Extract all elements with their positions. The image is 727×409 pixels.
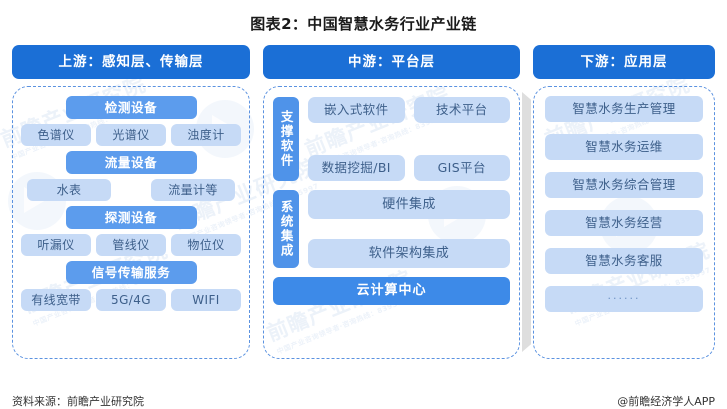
item-comprehensive-management[interactable]: 智慧水务综合管理: [545, 172, 703, 198]
vertical-label-support-software: 支撑软件: [273, 97, 299, 181]
flow-arrow-divider: [522, 92, 531, 352]
source-label: 资料来源：前瞻产业研究院: [12, 395, 144, 408]
item-flow-meter[interactable]: 流量计等: [151, 179, 235, 201]
support-software-items: 嵌入式软件 技术平台 数据挖掘/BI GIS平台: [308, 97, 510, 181]
group-detection: 检测设备 色谱仪 光谱仪 浊度计: [21, 96, 241, 146]
item-customer-service[interactable]: 智慧水务客服: [545, 248, 703, 274]
group-head-probe[interactable]: 探测设备: [65, 206, 197, 229]
item-leak-detector[interactable]: 听漏仪: [21, 234, 91, 256]
group-items-row: 有线宽带 5G/4G WIFI: [21, 289, 241, 311]
page-title: 图表2：中国智慧水务行业产业链: [250, 15, 477, 33]
item-turbidimeter[interactable]: 浊度计: [171, 124, 241, 146]
group-head-signal[interactable]: 信号传输服务: [65, 261, 197, 284]
group-head-row: 流量设备: [21, 151, 241, 174]
item-more-ellipsis[interactable]: ······: [545, 286, 703, 312]
item-level-gauge[interactable]: 物位仪: [171, 234, 241, 256]
item-software-architecture-integration[interactable]: 软件架构集成: [308, 239, 510, 268]
item-spectrometer[interactable]: 光谱仪: [96, 124, 166, 146]
item-water-meter[interactable]: 水表: [27, 179, 111, 201]
item-production-management[interactable]: 智慧水务生产管理: [545, 96, 703, 122]
item-business-operation[interactable]: 智慧水务经营: [545, 210, 703, 236]
group-head-detection[interactable]: 检测设备: [65, 96, 197, 119]
item-gis-platform[interactable]: GIS平台: [413, 155, 510, 181]
item-data-mining-bi[interactable]: 数据挖掘/BI: [308, 155, 405, 181]
column-downstream-body: 智慧水务生产管理 智慧水务运维 智慧水务综合管理 智慧水务经营 智慧水务客服 ·…: [533, 86, 715, 359]
item-operation-maintenance[interactable]: 智慧水务运维: [545, 134, 703, 160]
column-midstream-body: 支撑软件 嵌入式软件 技术平台 数据挖掘/BI GIS平台 系统集成 硬件集成 …: [263, 86, 520, 359]
support-row-1: 嵌入式软件 技术平台: [308, 97, 510, 123]
vertical-label-system-integration: 系统集成: [273, 190, 299, 268]
group-items-row: 水表 流量计等: [21, 179, 241, 201]
column-upstream: 上游：感知层、传输层 检测设备 色谱仪 光谱仪 浊度计 流量设备 水表 流量计等…: [12, 45, 250, 359]
block-system-integration: 系统集成 硬件集成 软件架构集成: [273, 190, 510, 268]
group-signal: 信号传输服务 有线宽带 5G/4G WIFI: [21, 261, 241, 311]
group-head-row: 检测设备: [21, 96, 241, 119]
item-chromatograph[interactable]: 色谱仪: [21, 124, 91, 146]
column-downstream: 下游：应用层 智慧水务生产管理 智慧水务运维 智慧水务综合管理 智慧水务经营 智…: [533, 45, 715, 359]
group-probe: 探测设备 听漏仪 管线仪 物位仪: [21, 206, 241, 256]
group-flow: 流量设备 水表 流量计等: [21, 151, 241, 201]
column-midstream-header: 中游：平台层: [263, 45, 520, 79]
item-hardware-integration[interactable]: 硬件集成: [308, 190, 510, 219]
item-5g-4g[interactable]: 5G/4G: [96, 289, 166, 311]
system-integration-items: 硬件集成 软件架构集成: [308, 190, 510, 268]
attribution-label: @前瞻经济学人APP: [617, 395, 715, 408]
item-embedded-software[interactable]: 嵌入式软件: [308, 97, 405, 123]
item-wired-broadband[interactable]: 有线宽带: [21, 289, 91, 311]
group-head-row: 探测设备: [21, 206, 241, 229]
group-head-row: 信号传输服务: [21, 261, 241, 284]
group-items-row: 色谱仪 光谱仪 浊度计: [21, 124, 241, 146]
block-support-software: 支撑软件 嵌入式软件 技术平台 数据挖掘/BI GIS平台: [273, 97, 510, 181]
item-cloud-computing-center[interactable]: 云计算中心: [273, 277, 510, 305]
item-pipeline-locator[interactable]: 管线仪: [96, 234, 166, 256]
item-technology-platform[interactable]: 技术平台: [413, 97, 510, 123]
group-items-row: 听漏仪 管线仪 物位仪: [21, 234, 241, 256]
column-downstream-header: 下游：应用层: [533, 45, 715, 79]
column-midstream: 中游：平台层 支撑软件 嵌入式软件 技术平台 数据挖掘/BI GIS平台 系统集…: [263, 45, 520, 359]
column-upstream-header: 上游：感知层、传输层: [12, 45, 250, 79]
group-head-flow[interactable]: 流量设备: [65, 151, 197, 174]
column-upstream-body: 检测设备 色谱仪 光谱仪 浊度计 流量设备 水表 流量计等 探测设备 听漏仪: [12, 86, 250, 359]
item-wifi[interactable]: WIFI: [171, 289, 241, 311]
support-row-2: 数据挖掘/BI GIS平台: [308, 155, 510, 181]
